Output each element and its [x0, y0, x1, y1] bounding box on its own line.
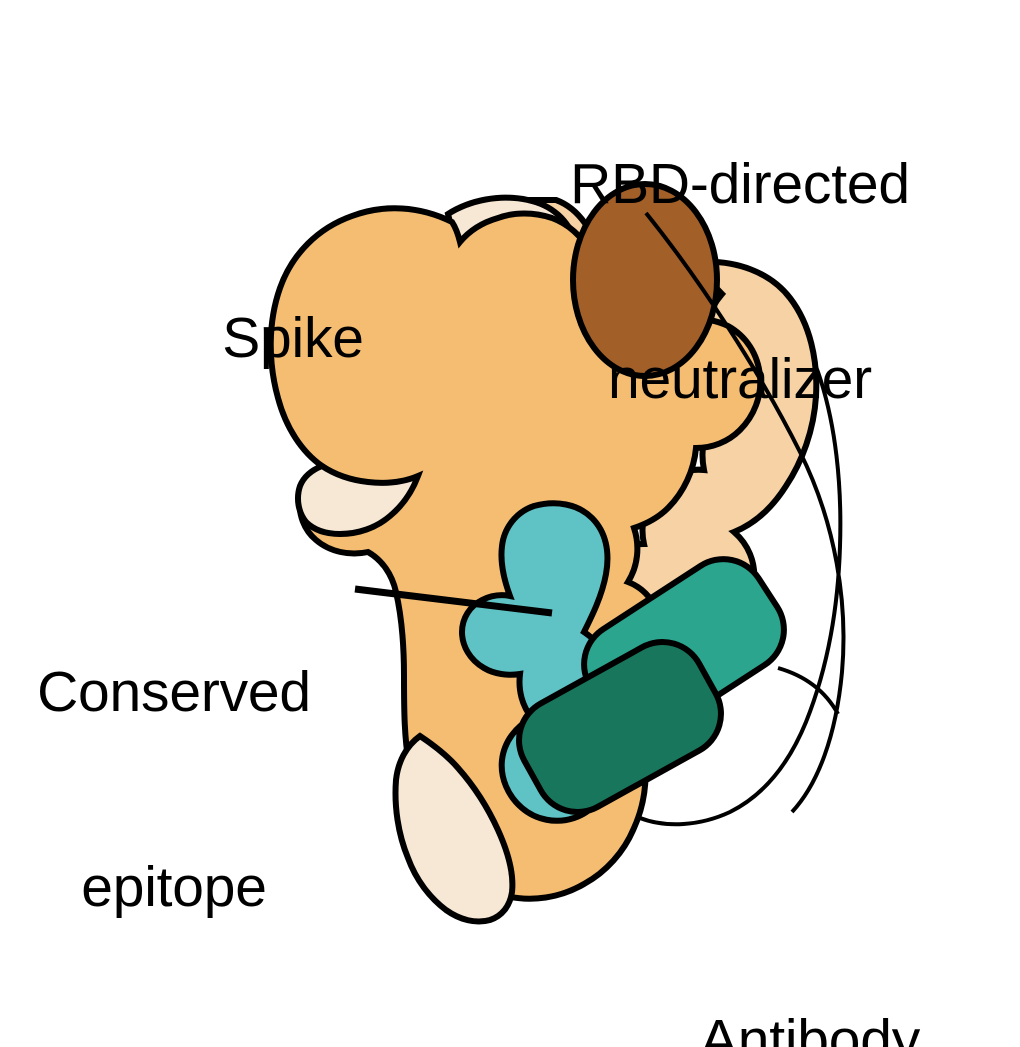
label-rbd-line1: RBD-directed — [570, 151, 910, 216]
label-conserved-epitope: Conserved epitope — [4, 530, 344, 1047]
label-spike-line1: Spike — [222, 305, 364, 370]
rbd-leader-line — [644, 211, 846, 814]
antibody-leader-line — [777, 666, 840, 715]
epitope-leader-line — [354, 585, 553, 617]
label-epitope-line2: epitope — [81, 854, 267, 919]
rbd-neutralizer — [570, 181, 720, 379]
spike-cream-left-lobe — [295, 462, 424, 538]
label-antibody-line1: Antibody — [699, 1007, 921, 1047]
label-rbd-line2: neutralizer — [608, 346, 872, 411]
spike-cream-bottom-lobe — [392, 732, 516, 925]
antibody-fragment-lower — [516, 639, 724, 815]
label-spike: Spike — [128, 176, 458, 501]
label-epitope-line1: Conserved — [37, 659, 311, 724]
label-rbd-directed-neutralizer: RBD-directed neutralizer — [530, 22, 950, 542]
label-antibody-fragment: Antibody fragment — [640, 878, 980, 1047]
